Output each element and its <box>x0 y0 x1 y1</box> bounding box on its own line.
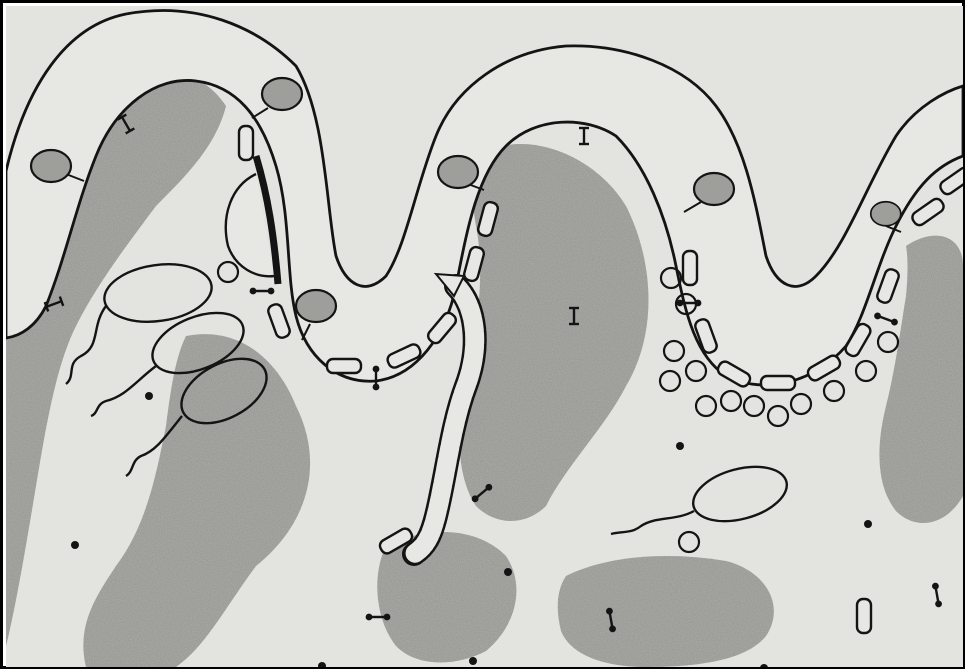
mucus-blob <box>558 556 774 667</box>
intestinal-villus-diagram <box>6 6 963 667</box>
